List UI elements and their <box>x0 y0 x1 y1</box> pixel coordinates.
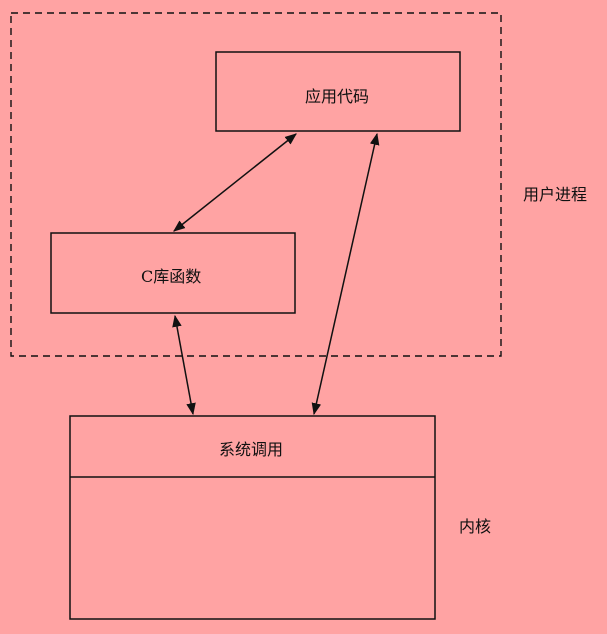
arrow-app-to-clib <box>173 133 297 232</box>
syscall-label: 系统调用 <box>219 440 284 459</box>
arrow-app-to-syscall <box>311 132 380 416</box>
user-process-label: 用户进程 <box>523 185 588 204</box>
kernel-label: 内核 <box>459 517 492 536</box>
c-lib-label: C库函数 <box>141 267 202 286</box>
arrow-clib-to-syscall <box>172 314 196 416</box>
user-process-boundary <box>10 12 502 357</box>
app-code-box <box>215 51 461 132</box>
kernel-box <box>69 415 436 620</box>
c-lib-box <box>50 232 296 314</box>
app-code-label: 应用代码 <box>305 87 370 106</box>
